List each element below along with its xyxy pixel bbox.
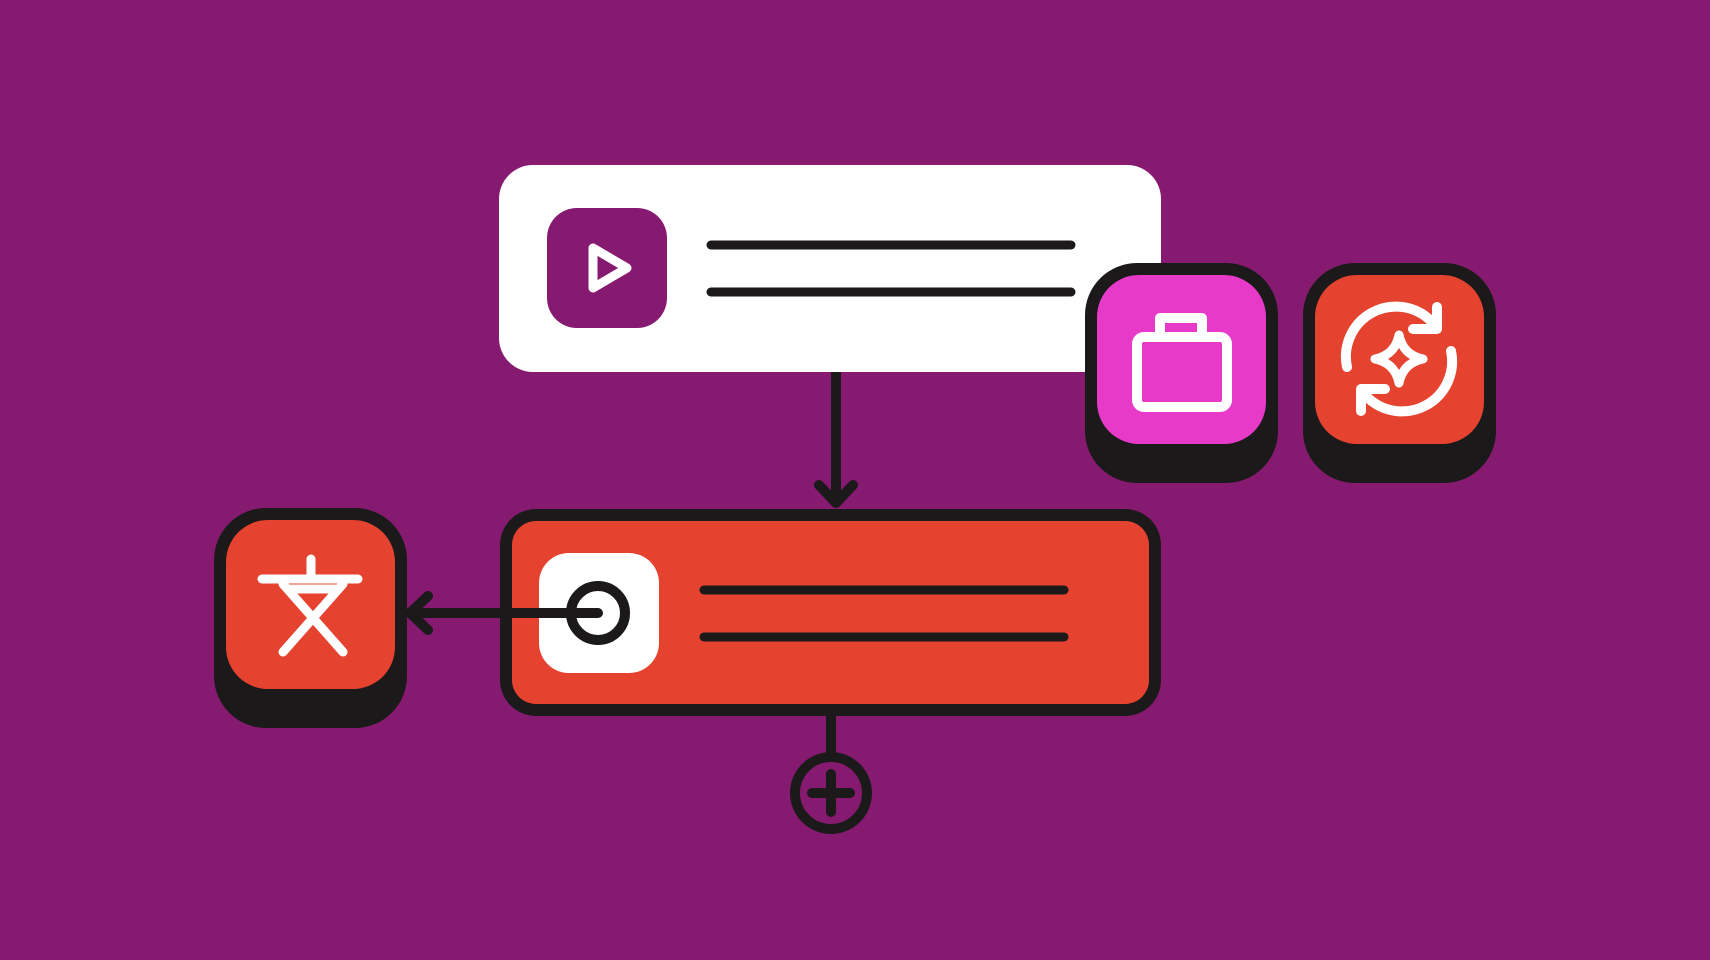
plus-circle-icon (807, 769, 855, 817)
refresh-sparkle-tile[interactable] (1303, 263, 1496, 483)
trigger-icon-tile (547, 208, 667, 328)
translate-icon (257, 554, 363, 657)
trigger-text-lines (706, 240, 1076, 297)
action-text-lines (699, 585, 1069, 642)
action-card[interactable] (500, 509, 1161, 716)
connector-down (814, 365, 858, 508)
briefcase-tile[interactable] (1085, 263, 1278, 483)
briefcase-icon (1132, 313, 1232, 412)
play-icon (588, 243, 632, 293)
trigger-card[interactable] (499, 165, 1161, 372)
refresh-sparkle-icon (1340, 301, 1458, 417)
add-step-button[interactable] (790, 752, 872, 834)
translate-tile[interactable] (214, 508, 407, 728)
